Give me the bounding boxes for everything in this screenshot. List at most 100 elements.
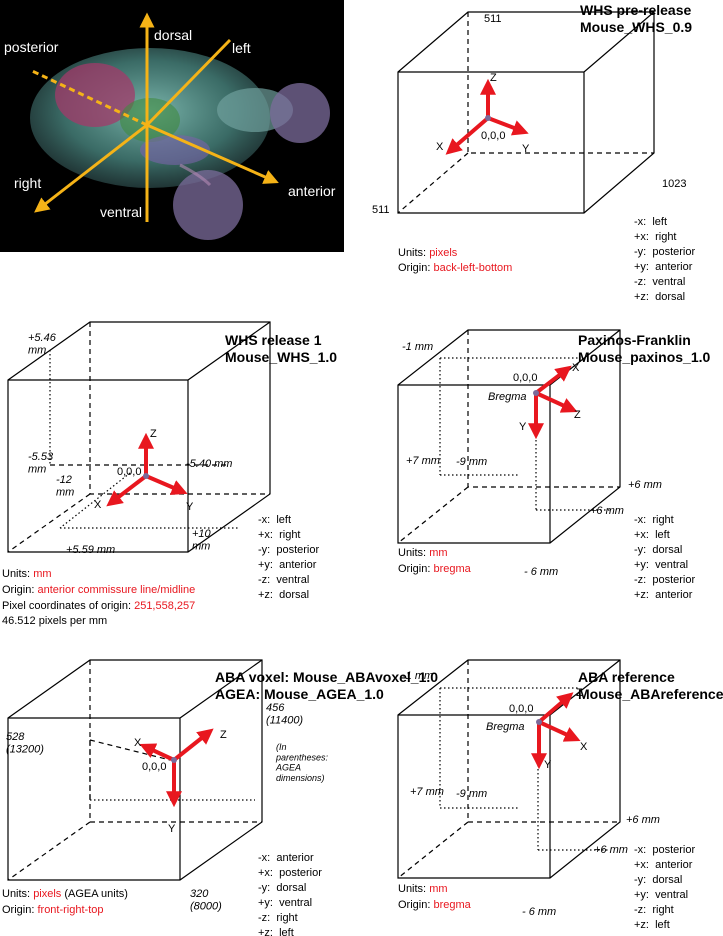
photo-axes bbox=[29, 12, 279, 222]
direction-item: +x: posterior bbox=[258, 867, 322, 879]
box-label-right2: +6 mm bbox=[590, 505, 624, 517]
origin-line: Origin: front-right-top bbox=[2, 904, 104, 916]
x-axis-arrow bbox=[534, 365, 572, 395]
box-label-right: 1023 bbox=[662, 178, 686, 190]
direction-item: +x: left bbox=[634, 529, 670, 541]
direction-item: -z: ventral bbox=[634, 276, 685, 288]
direction-list: -x: left+x: right-y: posterior+y: anteri… bbox=[258, 514, 319, 601]
axes-aba-voxel bbox=[139, 728, 214, 808]
direction-item: +y: anterior bbox=[258, 559, 317, 571]
left-line bbox=[145, 38, 232, 127]
direction-list: -x: anterior+x: posterior-y: dorsal+y: v… bbox=[258, 852, 322, 936]
photo-label-right: right bbox=[14, 175, 41, 191]
box-label-bottom: 320(8000) bbox=[190, 888, 222, 913]
panel-title-line2: Mouse_WHS_1.0 bbox=[225, 349, 337, 365]
axis-label-x: X bbox=[436, 141, 444, 153]
axis-label-y: Y bbox=[186, 501, 194, 513]
axes-aba-reference bbox=[531, 692, 581, 770]
direction-item: +y: ventral bbox=[634, 889, 688, 901]
axes-whs-release1 bbox=[106, 432, 188, 507]
axis-label-y: Y bbox=[519, 421, 527, 433]
box-label-left-top: 528(13200) bbox=[6, 731, 44, 756]
anterior-arrow bbox=[146, 123, 279, 184]
direction-item: +y: anterior bbox=[634, 261, 693, 273]
direction-item: +y: ventral bbox=[258, 897, 312, 909]
units-line: Units: mm bbox=[2, 568, 52, 580]
box-aba-reference bbox=[397, 659, 621, 879]
box-label-bottom: - 6 mm bbox=[522, 906, 556, 918]
origin-line: Origin: bregma bbox=[398, 899, 472, 911]
photo-label-left: left bbox=[232, 40, 251, 56]
pixels-per-mm: 46.512 pixels per mm bbox=[2, 615, 107, 627]
axis-label-z: Z bbox=[490, 72, 497, 84]
units-line: Units: pixels (AGEA units) bbox=[2, 888, 128, 900]
direction-item: +x: right bbox=[634, 231, 677, 243]
origin-dot bbox=[171, 757, 177, 763]
photo-label-anterior: anterior bbox=[288, 183, 336, 199]
origin-label: 0,0,0 bbox=[513, 372, 537, 384]
axes-whs-prerelease bbox=[445, 78, 529, 155]
direction-item: +z: left bbox=[634, 919, 670, 931]
direction-item: -z: right bbox=[258, 912, 298, 924]
origin-dot bbox=[143, 473, 149, 479]
axis-label-z: Z bbox=[220, 729, 227, 741]
box-label-right: -5.40 mm bbox=[186, 458, 232, 470]
box-label-right: +6 mm bbox=[626, 814, 660, 826]
panel-paxinos: Paxinos-Franklin Mouse_paxinos_1.0 -1 mm… bbox=[397, 329, 710, 601]
x-axis-arrow bbox=[445, 116, 490, 155]
direction-item: +z: dorsal bbox=[634, 291, 685, 303]
box-aba-voxel bbox=[7, 659, 263, 881]
origin-dot bbox=[536, 719, 542, 725]
axis-label-x: X bbox=[134, 737, 142, 749]
axis-label-y: Y bbox=[522, 143, 530, 155]
box-label-bottom: - 6 mm bbox=[524, 566, 558, 578]
box-label-right: +6 mm bbox=[628, 479, 662, 491]
box-paxinos bbox=[397, 329, 621, 544]
z-axis-arrow bbox=[537, 692, 574, 724]
origin-dot bbox=[533, 390, 539, 396]
axis-label-z: Z bbox=[576, 687, 583, 699]
z-axis-arrow bbox=[535, 391, 578, 413]
panel-whs-prerelease: WHS pre-release Mouse_WHS_0.9 511 1023 5… bbox=[372, 2, 695, 303]
axes-paxinos bbox=[528, 365, 578, 440]
box-label-bottom: +5.59 mm bbox=[66, 544, 115, 556]
panel-title-line1: ABA voxel: Mouse_ABAvoxel_1.0 bbox=[215, 669, 438, 685]
panel-title-line2: Mouse_paxinos_1.0 bbox=[578, 349, 710, 365]
box-label-right-top: 456(11400) bbox=[266, 702, 303, 727]
box-label-top: -1 mm bbox=[402, 341, 433, 353]
panel-title-line2: Mouse_ABAreference_1.0 bbox=[578, 686, 723, 702]
origin-line: Origin: back-left-bottom bbox=[398, 262, 512, 274]
box-label-mid: -9 mm bbox=[456, 788, 487, 800]
direction-item: -y: posterior bbox=[634, 246, 695, 258]
direction-item: -z: ventral bbox=[258, 574, 309, 586]
direction-list: -x: left +x: right -y: posterior +y: anteri… bbox=[634, 216, 695, 303]
direction-item: +y: ventral bbox=[634, 559, 688, 571]
direction-item: +x: right bbox=[258, 529, 301, 541]
origin-dot bbox=[485, 115, 491, 121]
panel-title-line1: WHS release 1 bbox=[225, 332, 322, 348]
panel-title-line2: Mouse_WHS_0.9 bbox=[580, 19, 692, 35]
axis-label-y: Y bbox=[168, 823, 176, 835]
x-axis-arrow bbox=[538, 720, 581, 742]
brain-photo: posterior dorsal left right ventral ante… bbox=[0, 0, 344, 252]
box-label-left: +7 mm bbox=[406, 455, 440, 467]
direction-item: -x: left bbox=[634, 216, 667, 228]
direction-item: -x: right bbox=[634, 514, 674, 526]
z-axis-arrow bbox=[172, 728, 214, 762]
bregma-label: Bregma bbox=[486, 721, 525, 733]
panel-title-line1: ABA reference bbox=[578, 669, 675, 685]
y-axis-arrow bbox=[145, 474, 188, 495]
direction-item: -y: dorsal bbox=[634, 544, 682, 556]
direction-item: -x: anterior bbox=[258, 852, 314, 864]
pixel-coordinates-line: Pixel coordinates of origin: 251,558,257 bbox=[2, 600, 195, 612]
direction-item: -y: dorsal bbox=[634, 874, 682, 886]
origin-label: 0,0,0 bbox=[481, 130, 505, 142]
direction-item: +z: left bbox=[258, 927, 294, 936]
box-label-right2: +6 mm bbox=[594, 844, 628, 856]
box-whs-prerelease bbox=[397, 11, 655, 214]
direction-item: -z: posterior bbox=[634, 574, 695, 586]
